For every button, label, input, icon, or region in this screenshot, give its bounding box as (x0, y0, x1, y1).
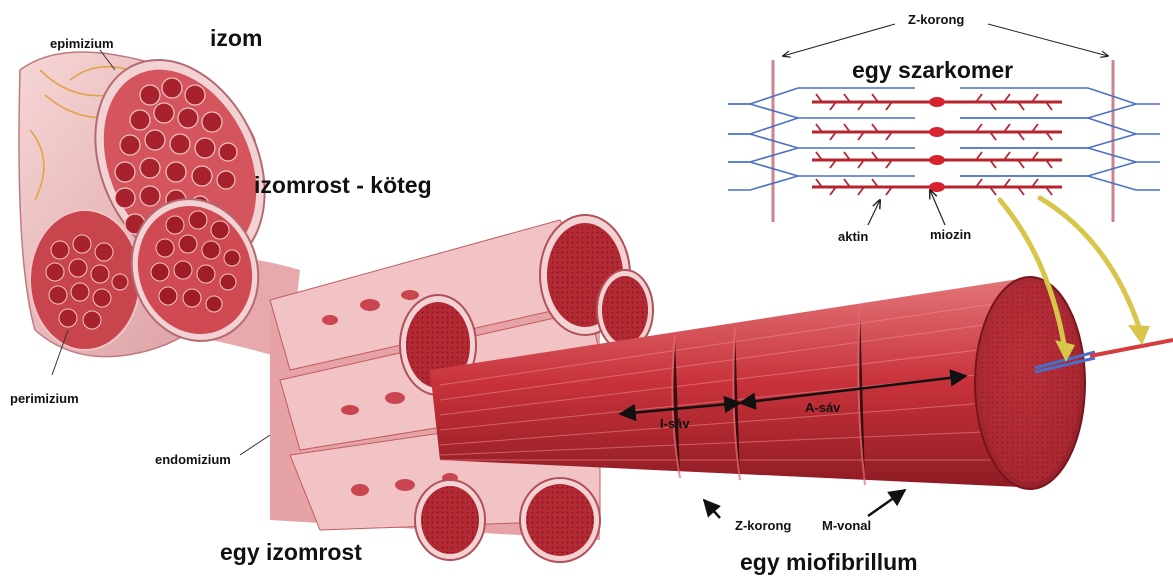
myosin-filaments (812, 102, 1062, 187)
label-sarcomere: egy szarkomer (852, 59, 1013, 82)
m-line-dots (929, 97, 945, 192)
actin-pointer (868, 200, 880, 225)
label-muscle: izom (210, 27, 262, 50)
sarcomere-diagram (728, 24, 1160, 225)
label-endomysium: endomizium (155, 453, 231, 466)
label-z-disc-top: Z-korong (908, 13, 964, 26)
m-line-pointer (868, 490, 905, 516)
myosin-pointer (930, 190, 945, 225)
z-disc-pointer-left (783, 24, 895, 56)
z-disc-bottom-pointer (704, 500, 720, 518)
label-m-line: M-vonal (822, 519, 871, 532)
label-myofibril: egy miofibrillum (740, 551, 918, 574)
label-epimysium: epimizium (50, 37, 114, 50)
label-z-disc-bottom: Z-korong (735, 519, 791, 532)
label-muscle-fiber: egy izomrost (220, 541, 362, 564)
endomysium-pointer (240, 435, 270, 455)
label-a-band: A-sáv (805, 401, 840, 414)
myosin-heads (816, 94, 1052, 195)
label-i-band: I-sáv (660, 417, 690, 430)
z-disc-pointer-right (988, 24, 1108, 56)
label-myosin: miozin (930, 228, 971, 241)
label-perimysium: perimizium (10, 392, 79, 405)
label-actin: aktin (838, 230, 868, 243)
label-fascicle: izomrost - köteg (254, 174, 432, 197)
